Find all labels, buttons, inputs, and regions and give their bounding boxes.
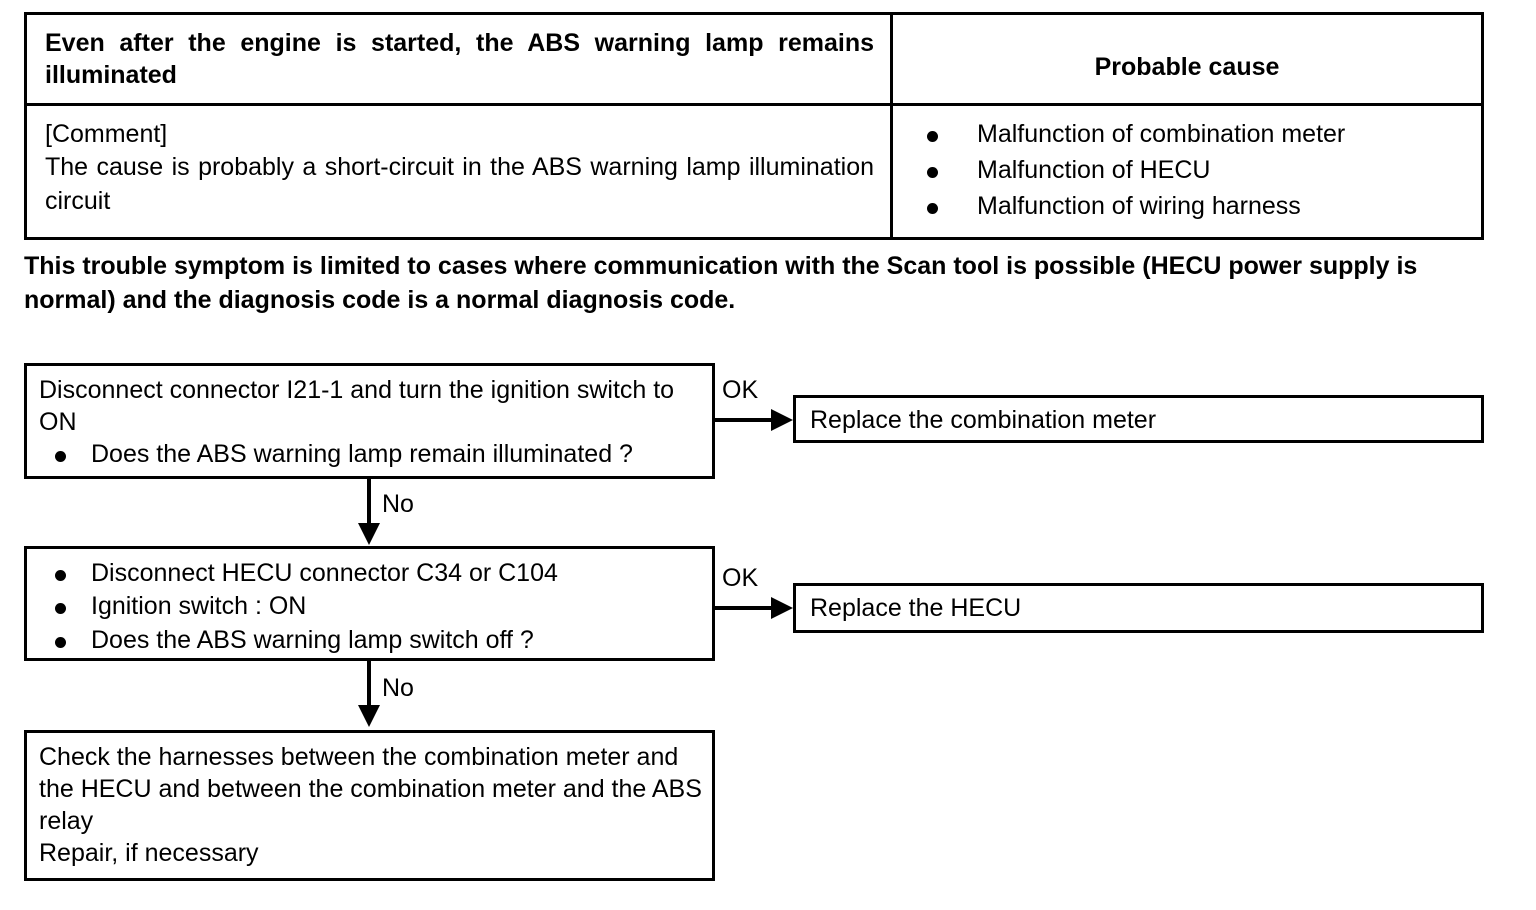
no-arrow-head-2-icon — [358, 705, 380, 727]
probable-cause-list: Malfunction of combination meter Malfunc… — [909, 118, 1465, 223]
ok-label-2: OK — [722, 564, 759, 592]
cause-text: Malfunction of wiring harness — [977, 191, 1301, 220]
table-body-row: [Comment] The cause is probably a short-… — [27, 106, 1481, 238]
flow-result-2-box: Replace the HECU — [793, 583, 1484, 633]
no-arrow-head-1-icon — [358, 523, 380, 545]
flow-step-1-question: Does the ABS warning lamp remain illumin… — [91, 440, 633, 468]
no-label-2: No — [382, 674, 414, 702]
bullet-icon — [55, 603, 66, 615]
probable-cause-cell: Malfunction of combination meter Malfunc… — [893, 106, 1481, 237]
comment-text: The cause is probably a short-circuit in… — [45, 153, 874, 215]
bullet-icon — [55, 636, 66, 648]
ok-connector-line-2 — [715, 606, 773, 610]
probable-cause-title: Probable cause — [1094, 53, 1280, 81]
list-item: Malfunction of combination meter — [909, 118, 1465, 152]
ok-arrow-head-2-icon — [771, 597, 793, 619]
bullet-icon — [927, 131, 938, 142]
ok-connector-line-1 — [715, 418, 773, 422]
list-item: Malfunction of wiring harness — [909, 190, 1465, 224]
no-label-1: No — [382, 490, 414, 518]
bullet-icon — [927, 166, 938, 178]
flow-step-2-item: Disconnect HECU connector C34 or C104 — [91, 559, 558, 587]
no-connector-line-2 — [367, 661, 371, 709]
flow-step-2-item: Does the ABS warning lamp switch off ? — [91, 625, 534, 654]
ok-label-1: OK — [722, 376, 759, 404]
table-header-row: Even after the engine is started, the AB… — [27, 15, 1481, 106]
list-item: Ignition switch : ON — [39, 590, 702, 623]
flow-step-2-list: Disconnect HECU connector C34 or C104 Ig… — [39, 557, 702, 657]
flow-result-1-text: Replace the combination meter — [810, 406, 1157, 434]
flow-step-3-box: Check the harnesses between the combinat… — [24, 730, 715, 881]
flow-step-3-text: Check the harnesses between the combinat… — [39, 743, 702, 835]
flow-step-1-text: Disconnect connector I21-1 and turn the … — [39, 376, 675, 436]
flow-step-1-box: Disconnect connector I21-1 and turn the … — [24, 363, 715, 479]
flow-step-1-list: Does the ABS warning lamp remain illumin… — [39, 438, 702, 471]
flow-result-2-text: Replace the HECU — [810, 594, 1022, 622]
comment-cell: [Comment] The cause is probably a short-… — [27, 106, 893, 238]
symptom-title: Even after the engine is started, the AB… — [45, 29, 874, 89]
list-item: Malfunction of HECU — [909, 154, 1465, 188]
flow-result-1-box: Replace the combination meter — [793, 395, 1484, 443]
list-item: Does the ABS warning lamp switch off ? — [39, 624, 702, 657]
list-item: Does the ABS warning lamp remain illumin… — [39, 438, 702, 471]
limitation-note: This trouble symptom is limited to cases… — [24, 252, 1418, 314]
flow-step-2-box: Disconnect HECU connector C34 or C104 Ig… — [24, 546, 715, 661]
list-item: Disconnect HECU connector C34 or C104 — [39, 557, 702, 590]
flow-step-2-item: Ignition switch : ON — [91, 592, 307, 621]
flow-step-3-repair: Repair, if necessary — [39, 839, 259, 867]
ok-arrow-head-1-icon — [771, 409, 793, 431]
no-connector-line-1 — [367, 479, 371, 527]
probable-cause-header-cell: Probable cause — [893, 15, 1481, 103]
bullet-icon — [927, 202, 938, 214]
cause-text: Malfunction of combination meter — [977, 120, 1346, 148]
symptom-header-cell: Even after the engine is started, the AB… — [27, 15, 893, 103]
comment-label: [Comment] — [45, 120, 168, 148]
bullet-icon — [55, 570, 66, 581]
bullet-icon — [55, 451, 66, 462]
symptom-table: Even after the engine is started, the AB… — [24, 12, 1484, 241]
cause-text: Malfunction of HECU — [977, 155, 1211, 184]
